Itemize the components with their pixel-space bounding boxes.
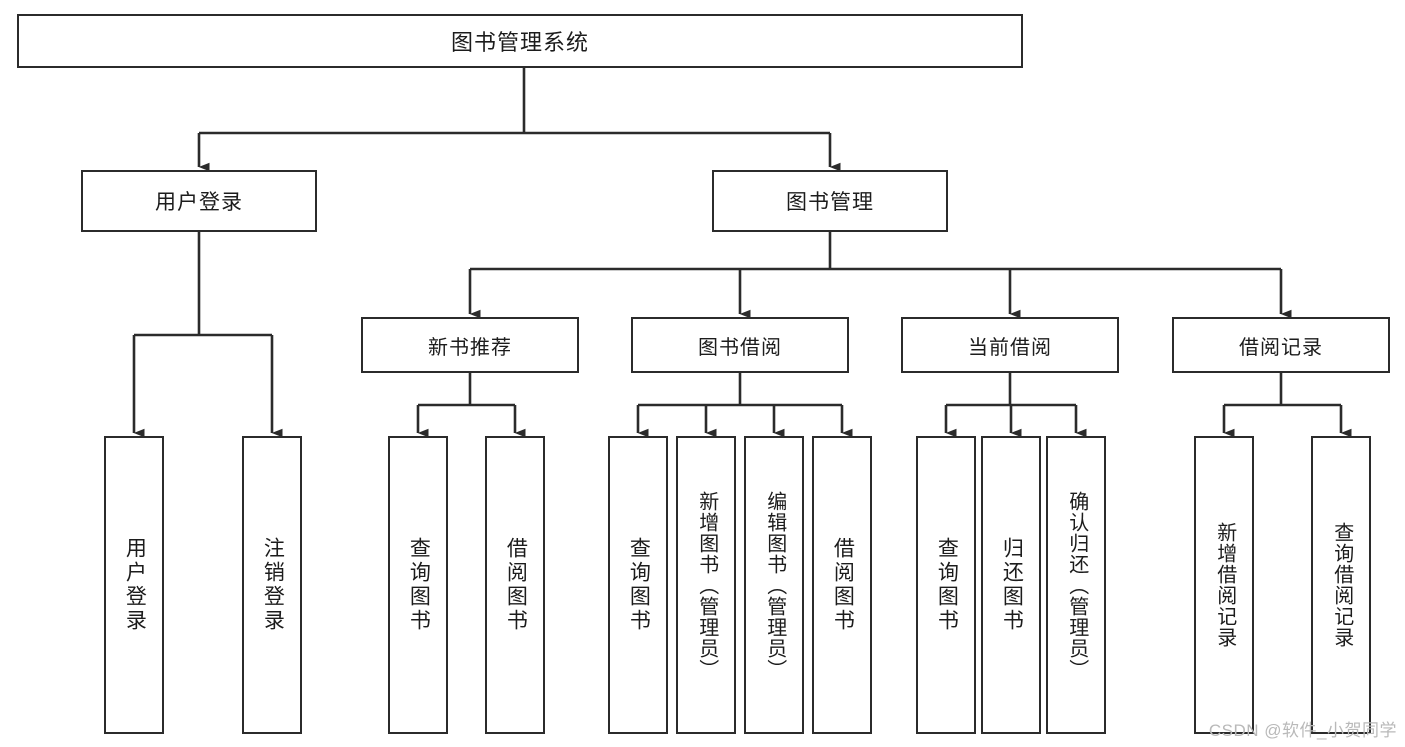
leaf-query-borrow-record[interactable]: 查询借阅记录 (1311, 436, 1371, 734)
leaf-logout-login-label: 注销登录 (261, 537, 285, 633)
leaf-query-book-2-label: 查询图书 (627, 537, 651, 633)
leaf-add-borrow-record-label: 新增借阅记录 (1213, 522, 1236, 648)
leaf-query-borrow-record-label: 查询借阅记录 (1330, 522, 1353, 648)
leaf-query-book-3[interactable]: 查询图书 (916, 436, 976, 734)
leaf-borrow-book-2[interactable]: 借阅图书 (812, 436, 872, 734)
leaf-user-login-label: 用户登录 (123, 537, 147, 633)
node-borrow-record-label: 借阅记录 (1239, 336, 1323, 359)
leaf-return-book-label: 归还图书 (1000, 537, 1024, 633)
leaf-borrow-book-1[interactable]: 借阅图书 (485, 436, 545, 734)
node-current-borrow-label: 当前借阅 (968, 336, 1052, 359)
leaf-add-book[interactable]: 新增图书（管理员） (676, 436, 736, 734)
leaf-return-book[interactable]: 归还图书 (981, 436, 1041, 734)
csdn-watermark: CSDN @软件_小贺同学 (1208, 721, 1397, 740)
leaf-edit-book[interactable]: 编辑图书（管理员） (744, 436, 804, 734)
node-book-management-label: 图书管理 (786, 191, 874, 214)
leaf-query-book-1-label: 查询图书 (407, 537, 431, 633)
leaf-query-book-1[interactable]: 查询图书 (388, 436, 448, 734)
node-new-book-recommend[interactable]: 新书推荐 (361, 317, 579, 373)
leaf-edit-book-label: 编辑图书（管理员） (763, 490, 786, 680)
leaf-borrow-book-2-label: 借阅图书 (831, 537, 855, 633)
leaf-confirm-return[interactable]: 确认归还（管理员） (1046, 436, 1106, 734)
node-book-borrow-label: 图书借阅 (698, 336, 782, 359)
leaf-user-login[interactable]: 用户登录 (104, 436, 164, 734)
node-borrow-record[interactable]: 借阅记录 (1172, 317, 1390, 373)
leaf-borrow-book-1-label: 借阅图书 (504, 537, 528, 633)
leaf-logout-login[interactable]: 注销登录 (242, 436, 302, 734)
node-user-login-label: 用户登录 (155, 191, 243, 214)
node-root-label: 图书管理系统 (450, 30, 589, 55)
leaf-query-book-2[interactable]: 查询图书 (608, 436, 668, 734)
node-root[interactable]: 图书管理系统 (17, 14, 1023, 68)
node-book-management[interactable]: 图书管理 (712, 170, 948, 232)
leaf-query-book-3-label: 查询图书 (935, 537, 959, 633)
node-user-login[interactable]: 用户登录 (81, 170, 317, 232)
node-book-borrow[interactable]: 图书借阅 (631, 317, 849, 373)
node-current-borrow[interactable]: 当前借阅 (901, 317, 1119, 373)
leaf-add-book-label: 新增图书（管理员） (695, 490, 718, 680)
node-new-book-recommend-label: 新书推荐 (428, 336, 512, 359)
leaf-add-borrow-record[interactable]: 新增借阅记录 (1194, 436, 1254, 734)
leaf-confirm-return-label: 确认归还（管理员） (1065, 490, 1088, 680)
